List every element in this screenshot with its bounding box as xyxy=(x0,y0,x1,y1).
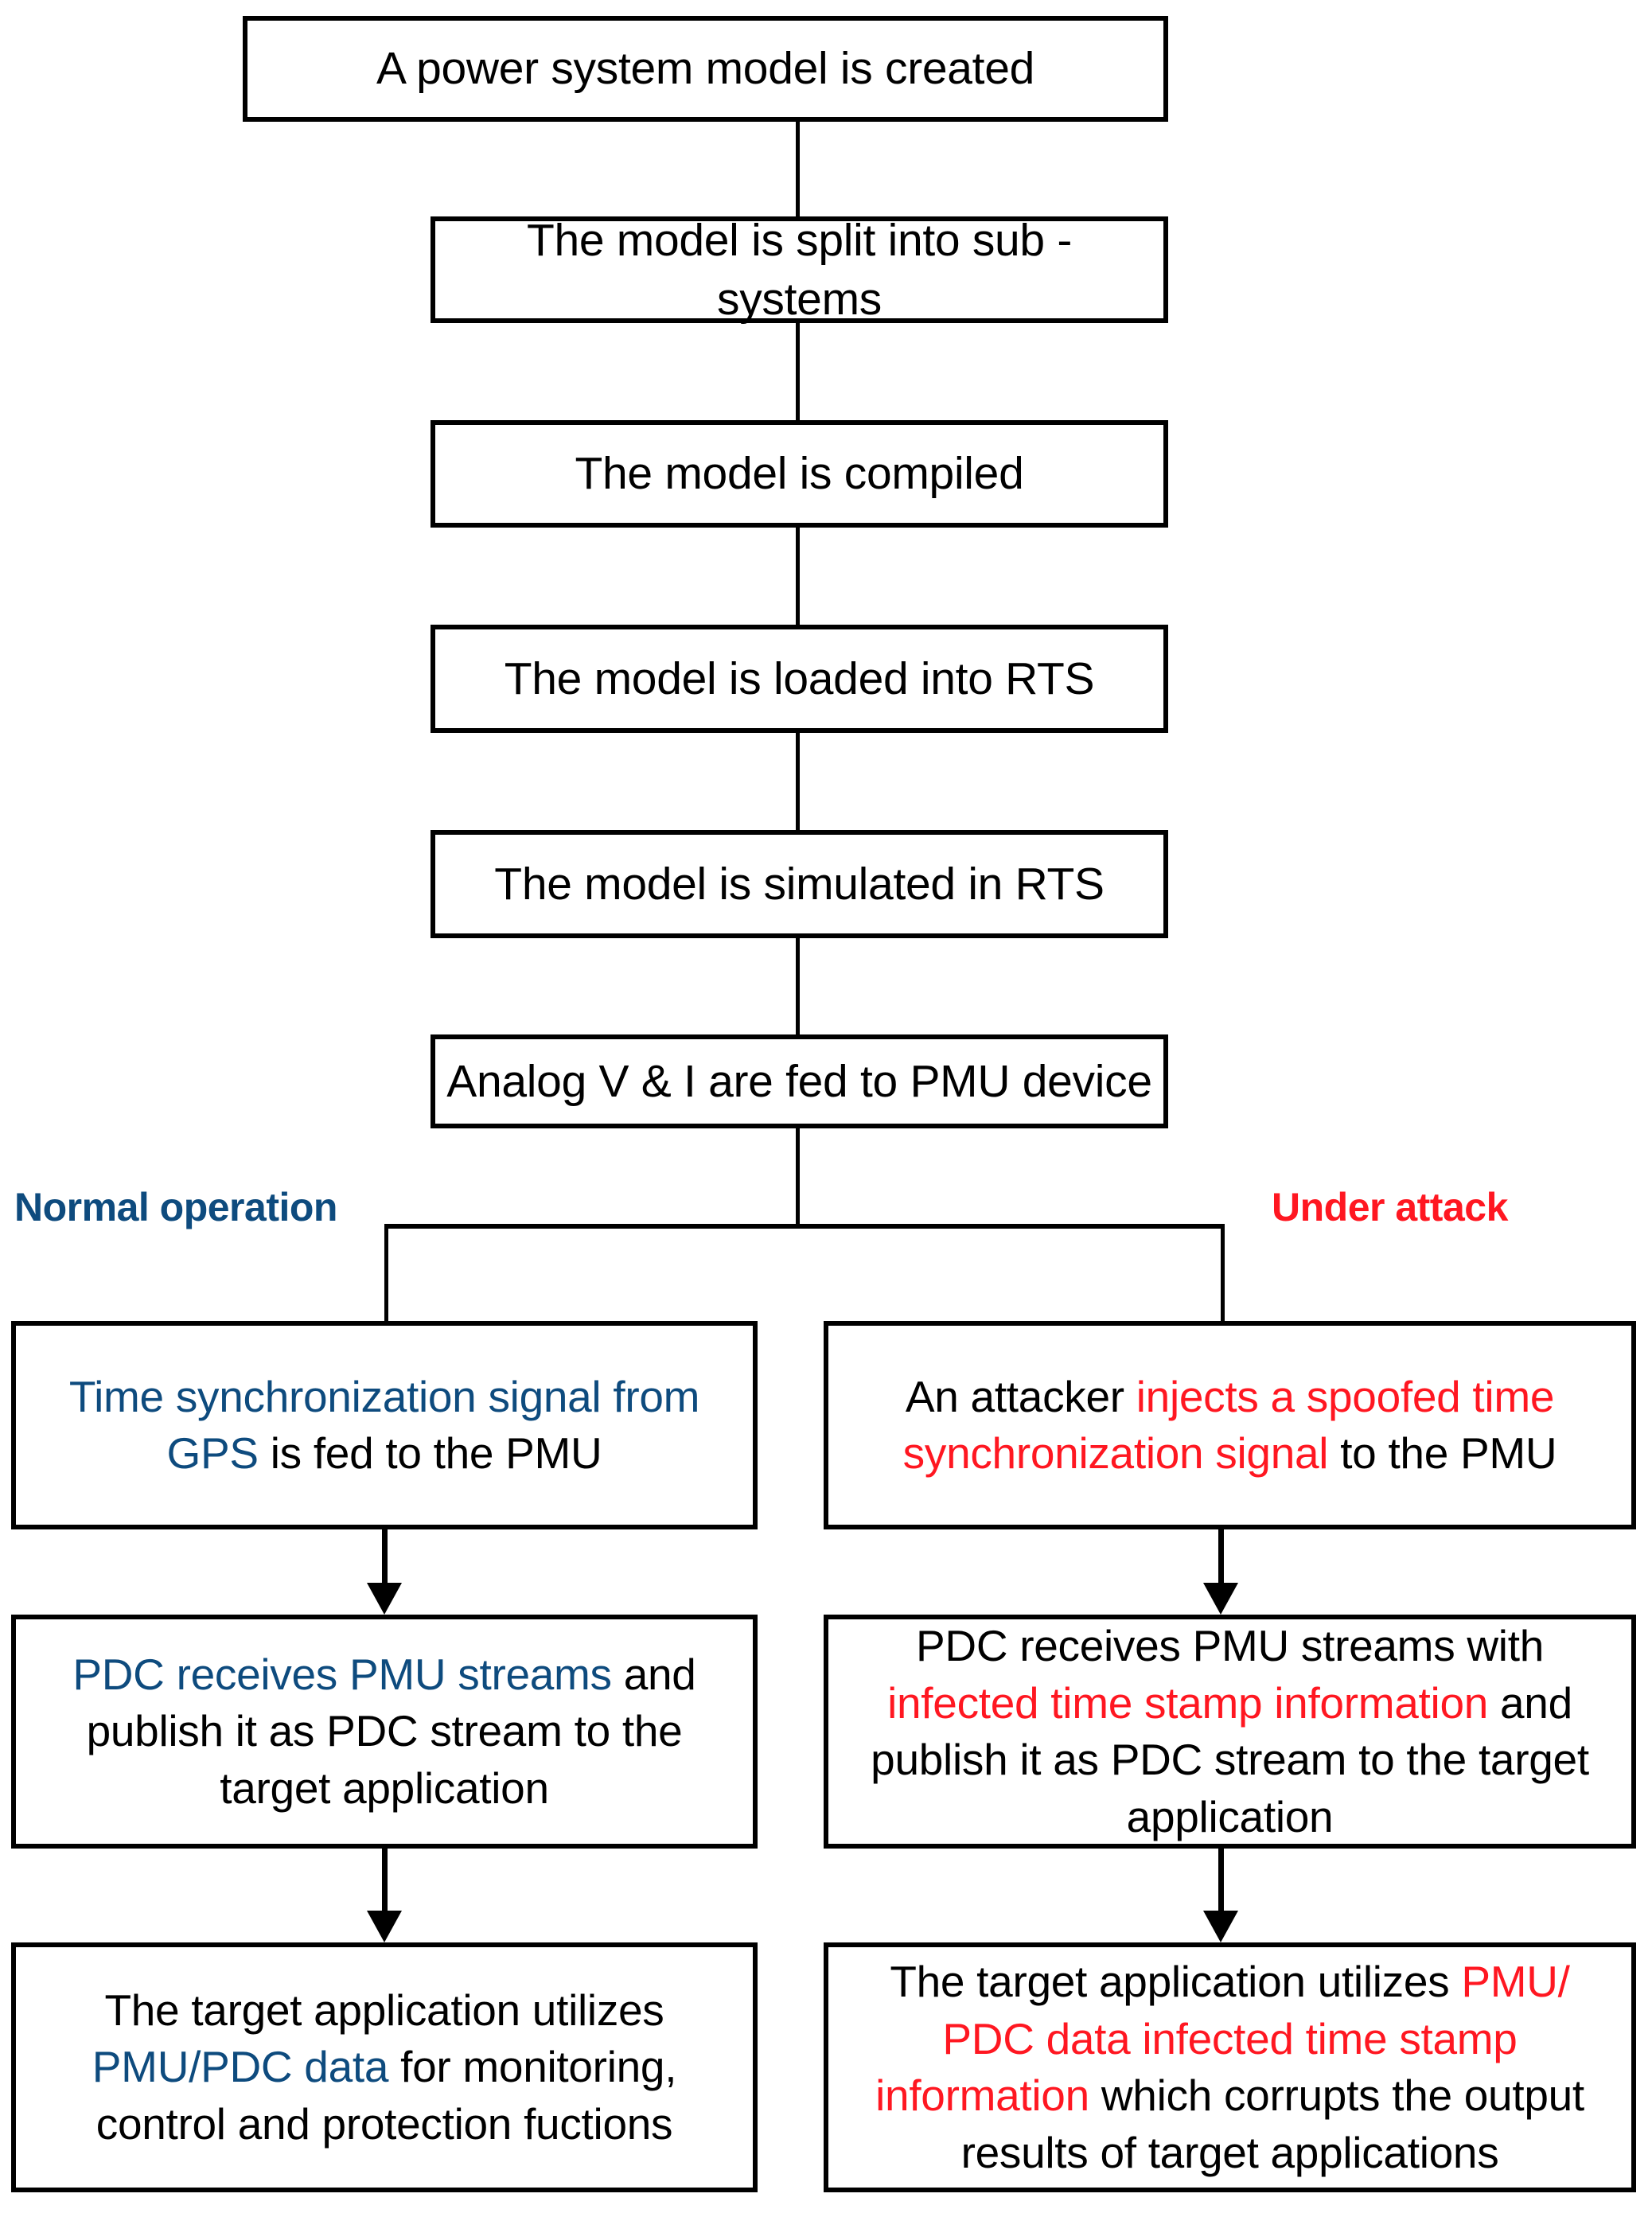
connector-1-2 xyxy=(796,121,800,218)
process-box-model-compiled: The model is compiled xyxy=(431,420,1168,528)
arrow-left-2 xyxy=(360,1849,408,1942)
text-run-blue: PDC receives PMU streams xyxy=(72,1649,612,1699)
box-label: The target application utilizes PMU/PDC … xyxy=(16,1982,753,2153)
box-label: An attacker injects a spoofed time synch… xyxy=(828,1369,1631,1482)
box-label: Time synchronization signal from GPS is … xyxy=(16,1369,753,1482)
branch-box-pdc-infected-publish: PDC receives PMU streams with infected t… xyxy=(824,1615,1636,1849)
branch-box-pdc-publish: PDC receives PMU streams and publish it … xyxy=(11,1615,758,1849)
text-run-black: is fed to the PMU xyxy=(258,1428,602,1478)
box-label: The model is compiled xyxy=(575,448,1024,500)
box-label: The target application utilizes PMU/ PDC… xyxy=(828,1954,1631,2181)
box-label: Analog V & I are fed to PMU device xyxy=(446,1055,1152,1107)
text-run-black: The target application utilizes xyxy=(104,1985,664,2035)
text-run-blue: PMU/PDC data xyxy=(92,2042,389,2092)
fork-drop-right xyxy=(1221,1224,1225,1324)
branch-label-under-attack: Under attack xyxy=(1272,1185,1508,1229)
process-box-model-split: The model is split into sub -systems xyxy=(431,215,1168,325)
text-run-black: for monitoring, control and protection f… xyxy=(95,2042,677,2149)
box-label: A power system model is created xyxy=(376,43,1035,95)
text-run-black: and publish it as PDC stream to the targ… xyxy=(871,1677,1589,1841)
process-box-model-loaded: The model is loaded into RTS xyxy=(431,625,1168,733)
branch-box-attacker-spoof: An attacker injects a spoofed time synch… xyxy=(824,1321,1636,1529)
fork-crossbar xyxy=(384,1224,1225,1229)
branch-box-target-app-corrupted: The target application utilizes PMU/ PDC… xyxy=(824,1942,1636,2192)
text-run-black: The target application utilizes xyxy=(890,1957,1462,2006)
text-run-blue: Time synchronization signal from GPS xyxy=(68,1371,700,1479)
arrow-right-2 xyxy=(1197,1849,1245,1942)
box-label: The model is split into sub -systems xyxy=(526,214,1073,325)
branch-label-normal-operation: Normal operation xyxy=(14,1185,337,1229)
connector-4-5 xyxy=(796,732,800,832)
process-box-model-created: A power system model is created xyxy=(243,16,1168,122)
box-label: The model is simulated in RTS xyxy=(494,858,1105,910)
text-run-red: infected time stamp information xyxy=(887,1677,1489,1728)
process-box-model-simulated: The model is simulated in RTS xyxy=(431,830,1168,938)
fork-stem xyxy=(796,1127,800,1226)
text-run-black: and publish it as PDC stream to the targ… xyxy=(86,1649,696,1813)
fork-drop-left xyxy=(384,1224,388,1324)
text-run-black: to the PMU xyxy=(1328,1428,1557,1478)
connector-5-6 xyxy=(796,937,800,1036)
connector-3-4 xyxy=(796,527,800,626)
text-run-red: PMU/ PDC data infected time stamp inform… xyxy=(875,1957,1570,2120)
box-label: PDC receives PMU streams with infected t… xyxy=(828,1618,1631,1845)
arrow-left-1 xyxy=(360,1529,408,1615)
text-run-black: PDC receives PMU streams with xyxy=(916,1621,1544,1670)
text-run-black: which corrupts the output results of tar… xyxy=(960,2071,1585,2177)
text-run-red: injects a spoofed time synchronization s… xyxy=(902,1371,1555,1479)
box-label: The model is loaded into RTS xyxy=(504,653,1095,704)
branch-box-target-app-uses-data: The target application utilizes PMU/PDC … xyxy=(11,1942,758,2192)
box-label: PDC receives PMU streams and publish it … xyxy=(16,1646,753,1818)
connector-2-3 xyxy=(796,322,800,422)
arrow-right-1 xyxy=(1197,1529,1245,1615)
text-run-black: An attacker xyxy=(905,1371,1136,1421)
process-box-analog-to-pmu: Analog V & I are fed to PMU device xyxy=(431,1034,1168,1128)
branch-box-gps-to-pmu: Time synchronization signal from GPS is … xyxy=(11,1321,758,1529)
